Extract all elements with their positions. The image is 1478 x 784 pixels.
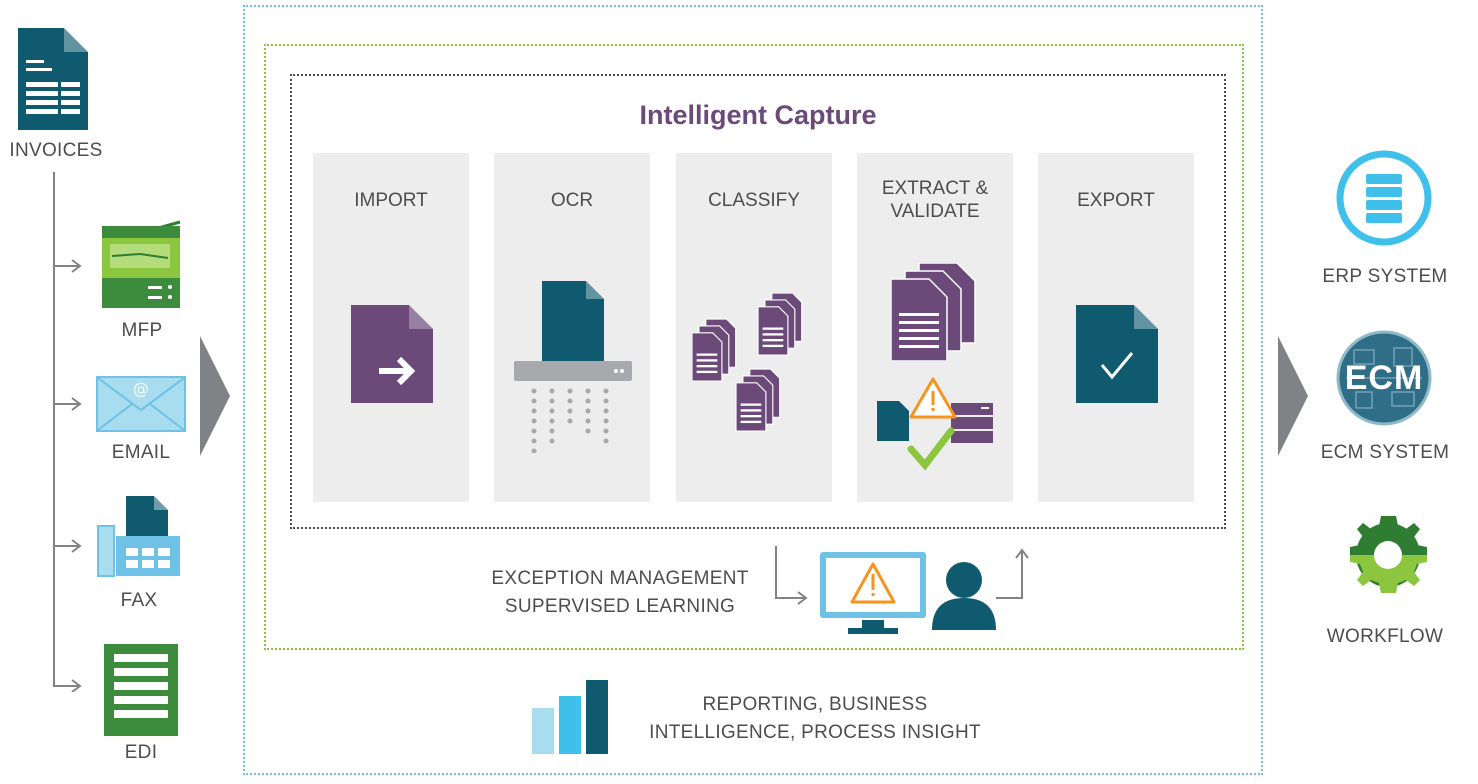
email-label: EMAIL xyxy=(111,442,171,463)
stage-label: CLASSIFY xyxy=(708,190,800,211)
exception-label-line1: EXCEPTION MANAGEMENT xyxy=(491,568,749,589)
stage-label: IMPORT xyxy=(354,190,428,211)
sources-connector xyxy=(53,172,82,692)
erp-database-icon xyxy=(1336,150,1432,246)
import-document-icon xyxy=(351,305,433,403)
edi-icon xyxy=(104,644,178,736)
invoices-icon xyxy=(18,28,88,130)
export-document-check-icon xyxy=(1076,305,1158,403)
exception-label-line2: SUPERVISED LEARNING xyxy=(504,596,736,617)
reporting-bar-chart-icon xyxy=(532,680,608,754)
validate-warning-check-icon xyxy=(877,377,993,471)
mfp-icon xyxy=(100,220,184,312)
fax-icon xyxy=(96,496,182,578)
workflow-label: WORKFLOW xyxy=(1326,626,1444,647)
ecm-label: ECM SYSTEM xyxy=(1320,442,1450,463)
reporting-label-line2: INTELLIGENCE, PROCESS INSIGHT xyxy=(649,722,981,743)
capture-title: Intelligent Capture xyxy=(639,100,877,130)
fax-label: FAX xyxy=(120,590,158,611)
capture-frame xyxy=(290,74,1226,529)
stage-classify: CLASSIFY xyxy=(676,153,832,502)
svg-text:@: @ xyxy=(133,379,149,398)
middle-frame xyxy=(264,44,1244,650)
stage-label: EXTRACT & VALIDATE xyxy=(881,178,989,222)
monitor-warning-icon xyxy=(820,552,926,634)
user-avatar-icon xyxy=(932,562,996,630)
email-icon: @ xyxy=(96,376,186,432)
ecm-logo-text: ECM xyxy=(1344,359,1424,397)
classify-documents-icon xyxy=(692,293,803,432)
input-chevron-icon xyxy=(200,336,230,456)
invoices-label: INVOICES xyxy=(9,140,103,161)
workflow-gears-icon xyxy=(1350,516,1427,593)
output-chevron-icon xyxy=(1278,336,1308,456)
edi-label: EDI xyxy=(124,742,158,763)
mfp-label: MFP xyxy=(121,320,163,341)
stage-label: EXPORT xyxy=(1077,190,1155,211)
erp-label: ERP SYSTEM xyxy=(1322,266,1448,287)
stage-export: EXPORT xyxy=(1038,153,1194,502)
extract-documents-icon xyxy=(891,263,976,361)
stage-import: IMPORT xyxy=(313,153,469,502)
exception-flow-arrow-in xyxy=(775,546,808,605)
exception-flow-arrow-out xyxy=(996,548,1029,599)
reporting-label-line1: REPORTING, BUSINESS xyxy=(702,694,928,715)
stage-ocr: OCR xyxy=(494,153,650,502)
outer-frame xyxy=(243,5,1263,775)
stage-label: OCR xyxy=(550,190,594,211)
ocr-shredder-icon xyxy=(514,281,632,453)
ecm-logo-icon: ECM xyxy=(1336,330,1432,426)
stage-extract-validate: EXTRACT & VALIDATE xyxy=(857,153,1013,502)
